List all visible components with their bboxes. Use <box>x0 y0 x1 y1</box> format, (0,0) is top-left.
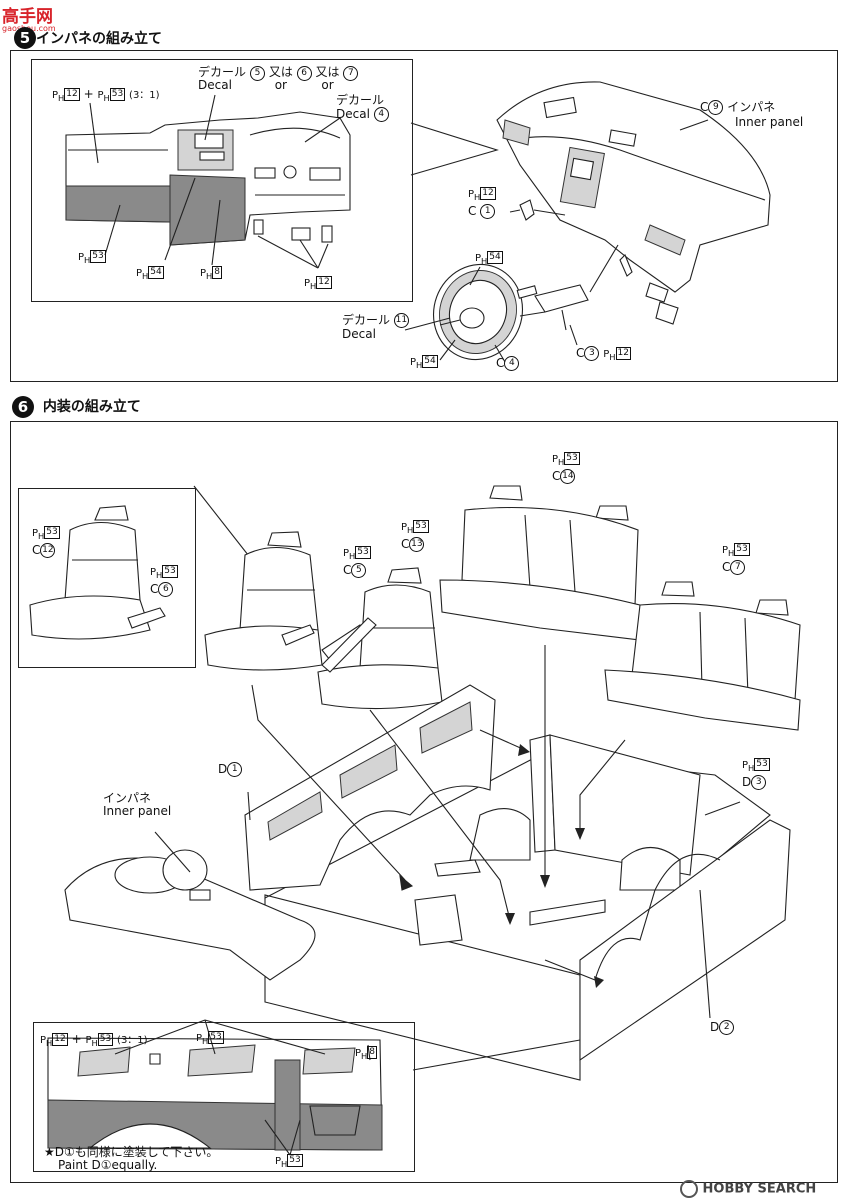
dashboard-main <box>496 81 771 325</box>
step6-seat-inset-frame <box>18 488 196 668</box>
step5-heading: インパネの組み立て <box>36 28 162 48</box>
steering-column <box>516 244 619 346</box>
site-logo-text: 高手网 <box>2 7 53 27</box>
inner-panel-en-label: Inner panel <box>735 115 804 129</box>
seat-c13 <box>317 567 443 710</box>
decal-4-label: デカール Decal 4 <box>336 94 389 122</box>
steering-wheel <box>432 263 546 361</box>
step6-illustration <box>29 485 801 1156</box>
decal-label: デカール Decal <box>198 65 247 92</box>
step6-heading: 6 内装の組み立て <box>12 396 141 418</box>
side-panel-d1 <box>244 684 496 891</box>
step6-frame <box>10 421 838 1183</box>
step6-title: 内装の組み立て <box>42 399 141 415</box>
step5-title: インパネの組み立て <box>36 31 162 47</box>
dashboard-small <box>64 849 316 981</box>
hobby-search-logo-icon <box>680 1180 698 1198</box>
dashboard-paint-guide <box>65 94 351 269</box>
step6-bottom-inset-frame <box>33 1022 415 1172</box>
seat-c12 <box>204 531 323 671</box>
side-panel-d2 <box>579 819 791 1062</box>
hobby-search-watermark: HOBBY SEARCH <box>680 1180 816 1198</box>
step5-frame <box>10 50 838 382</box>
decal-11-label: デカール 11 Decal <box>342 313 409 341</box>
bench-c14 <box>439 485 641 641</box>
ph-box: 53 <box>109 88 126 101</box>
step5-illustration <box>65 81 771 363</box>
step5-number: 5 <box>14 27 40 49</box>
bottom-inset-sketch <box>47 1019 383 1156</box>
inner-panel-label: インパネ Inner panel <box>103 791 172 818</box>
ph-box: 12 <box>64 88 80 101</box>
step6-number: 6 <box>12 396 34 418</box>
step5-inset-frame <box>31 59 413 302</box>
bottom-note: ★D①も同様に塗装して下さい。 Paint D①equally. <box>44 1145 219 1172</box>
inset-seat <box>29 505 166 640</box>
bench-c7 <box>604 581 801 731</box>
